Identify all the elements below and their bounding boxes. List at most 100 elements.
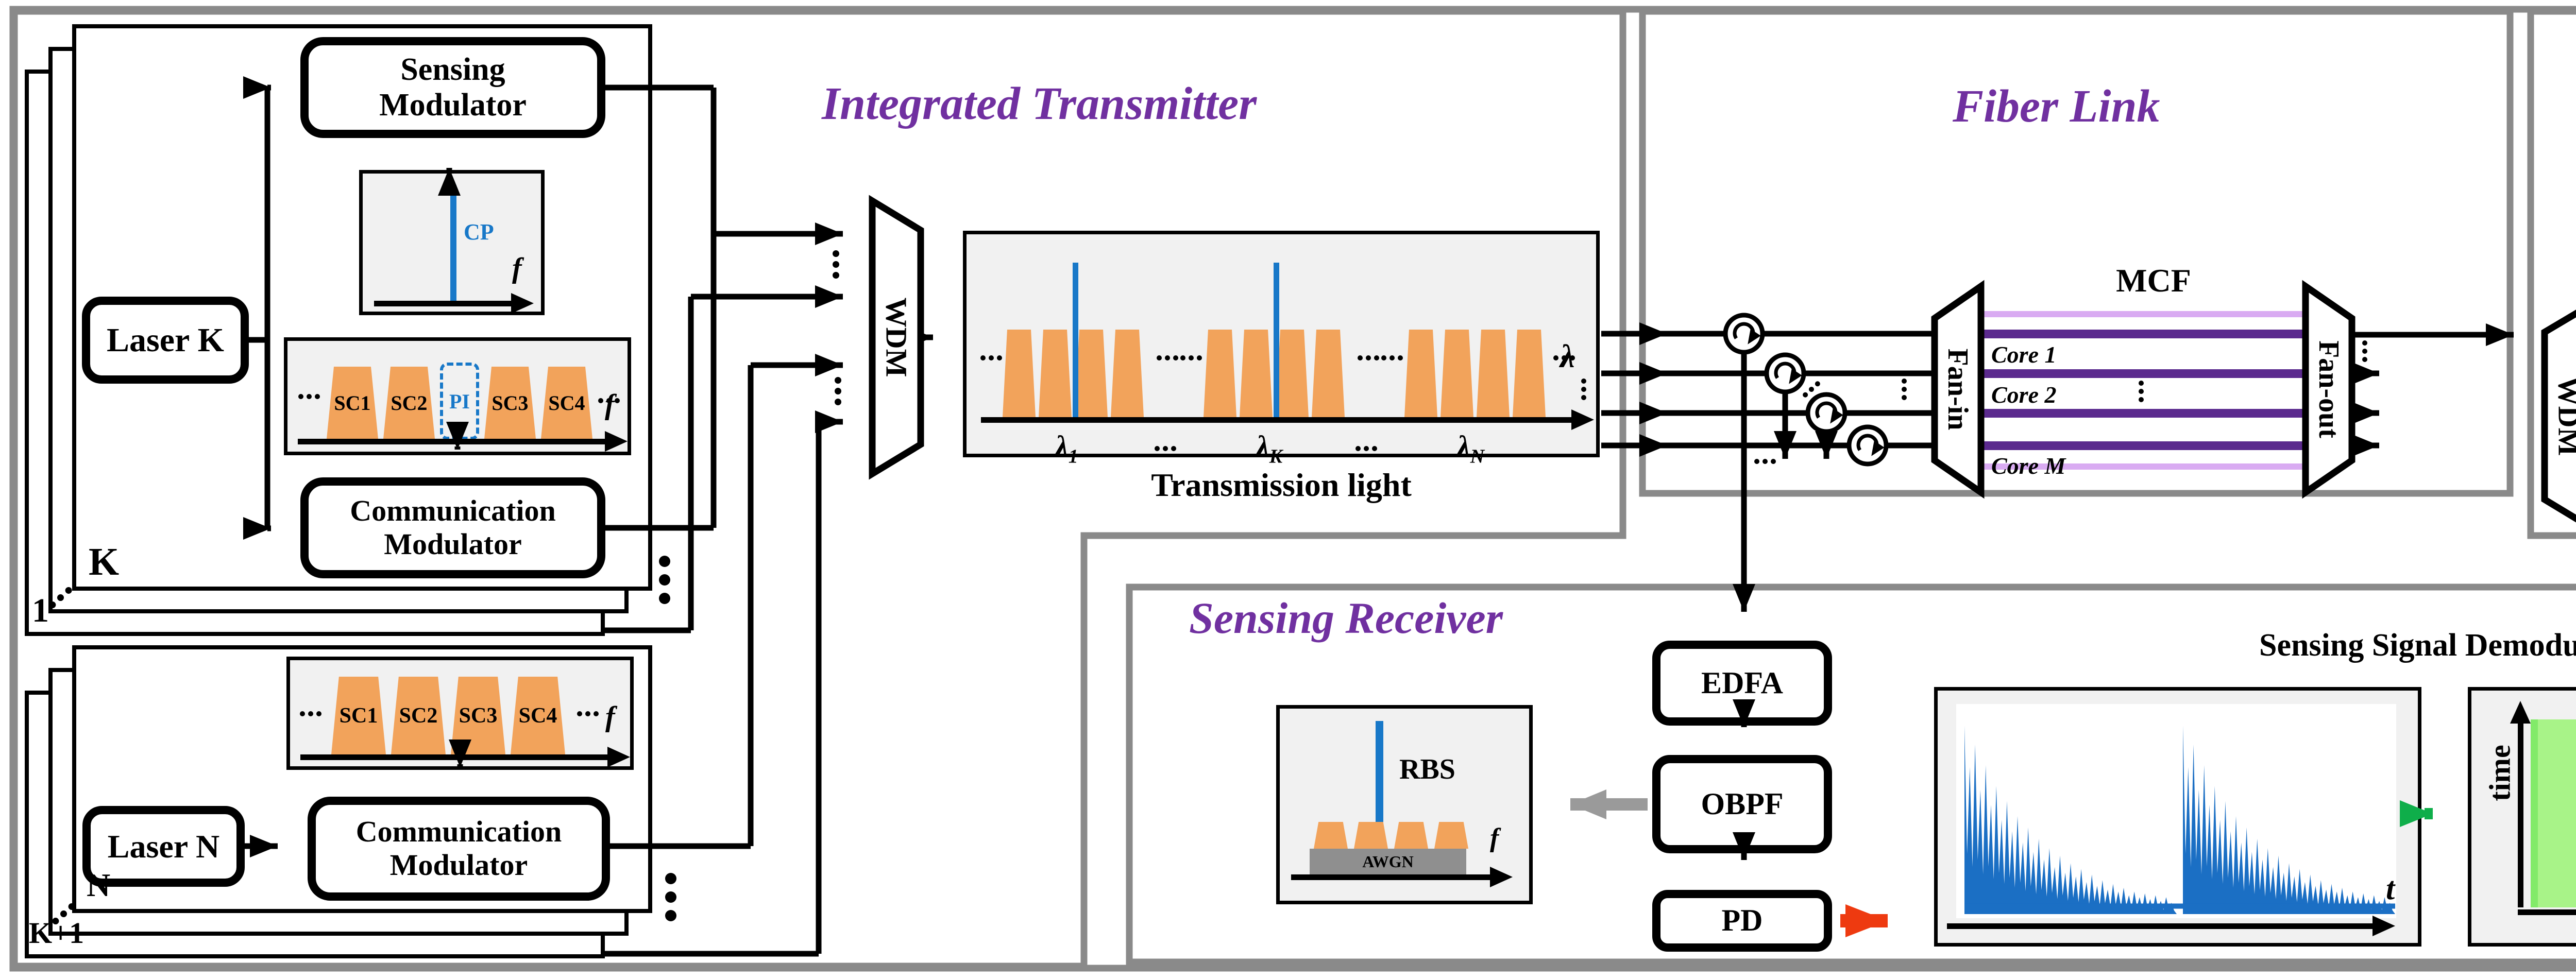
rbs-band: [1354, 822, 1388, 849]
backscatter-bursts: [1964, 726, 2395, 914]
title-demodulation: Sensing Signal Demodulation: [2259, 628, 2576, 663]
trace-t-axis: [1947, 916, 2395, 936]
sensing-modulator: Sensing Modulator: [300, 37, 605, 138]
stack-k-more-dots: [655, 552, 674, 608]
fan-out-label: Fan-out: [2313, 340, 2345, 438]
wavelength-band: [1312, 330, 1345, 417]
subcarrier-spectrum-k: SC1 SC2 PI SC3 SC4 f: [284, 337, 631, 455]
obpf-label: OBPF: [1701, 786, 1784, 821]
band-sc3-label: SC3: [459, 703, 498, 728]
circulator-dots: [1800, 378, 1823, 401]
mcf-label: MCF: [2116, 262, 2191, 299]
band-sc1: SC1: [327, 367, 378, 439]
fan-out-dots: [2361, 339, 2369, 364]
band-sc2-label: SC2: [391, 391, 428, 415]
wavelength-band: [1111, 330, 1144, 417]
lambda-k: λK: [1256, 429, 1283, 468]
communication-modulator-k: Communication Modulator: [300, 477, 605, 578]
lambda-n: λN: [1457, 429, 1485, 468]
tl-dots: [1153, 444, 1178, 453]
title-fiber-link: Fiber Link: [1953, 81, 2160, 132]
laser-k-label: Laser K: [107, 321, 224, 359]
comm-modulator-n-line1: Communication: [355, 815, 562, 849]
backscatter-trace-panel: t: [1934, 687, 2421, 947]
sck-f-axis: [298, 431, 628, 452]
sensing-modulator-line1: Sensing: [400, 51, 505, 87]
band-sc4-label: SC4: [548, 391, 585, 415]
obpf-box: OBPF: [1652, 755, 1832, 853]
spectrum-dots-left: [298, 710, 323, 718]
rbs-band: [1434, 822, 1468, 849]
cp-axis-label: f: [512, 252, 522, 284]
pilot-label: PI: [449, 389, 470, 413]
tl-dots: [1380, 354, 1404, 362]
transmission-light-panel: λ λ1 λK λN: [963, 231, 1600, 468]
core-2-label: Core 2: [1991, 382, 2057, 408]
edfa-label: EDFA: [1701, 665, 1783, 700]
laser-k: Laser K: [82, 297, 249, 384]
waterfall-panel: time distance: [2468, 687, 2576, 947]
sensing-modulator-line2: Modulator: [379, 88, 527, 123]
band-sc3-label: SC3: [492, 391, 529, 415]
band-sc4: SC4: [511, 677, 565, 754]
band-sc2: SC2: [391, 677, 446, 754]
tl-axis-label: λ: [1560, 338, 1575, 374]
stack-k-back-label: 1: [32, 592, 49, 629]
laser-n-label: Laser N: [107, 828, 220, 865]
spectrum-dots-left: [297, 392, 321, 401]
band-sc2: SC2: [383, 367, 435, 439]
scn-axis-label: f: [605, 701, 615, 733]
tl-dots: [979, 354, 1004, 362]
awgn-label: AWGN: [1362, 852, 1414, 871]
circulator-icon: [1723, 313, 1765, 355]
rbs-band: [1314, 822, 1348, 849]
title-sensing-receiver: Sensing Receiver: [1189, 593, 1503, 643]
band-sc1-label: SC1: [334, 391, 371, 415]
wavelength-band: [1404, 330, 1437, 417]
comm-modulator-k-line2: Modulator: [384, 527, 522, 561]
wavelength-band: [1003, 330, 1036, 417]
awgn-bar: AWGN: [1310, 849, 1466, 874]
heat-time-axis: [2510, 701, 2531, 907]
core-1-label: Core 1: [1991, 341, 2057, 368]
wavelength-band: [1240, 330, 1273, 417]
title-transmitter: Integrated Transmitter: [822, 78, 1257, 129]
wdm-input-dots-upper: [831, 248, 841, 281]
wavelength-band: [1513, 330, 1546, 417]
edfa-box: EDFA: [1652, 641, 1832, 726]
circulator-icon: [1805, 392, 1848, 434]
pd-label: PD: [1721, 903, 1763, 938]
tl-dots: [1155, 354, 1180, 362]
cp-f-axis: [374, 293, 534, 314]
fan-in-label: Fan-in: [1942, 348, 1974, 431]
band-sc2-label: SC2: [399, 703, 438, 728]
core-more-dots: [2137, 379, 2145, 404]
scn-f-axis: [300, 747, 630, 767]
wdm-input-dots-lower: [833, 375, 843, 407]
backscatter-trace-plot: [1964, 726, 2395, 914]
band-sc4-label: SC4: [518, 703, 557, 728]
subcarrier-spectrum-n: SC1 SC2 SC3 SC4 f: [286, 657, 634, 770]
wavelength-band: [1477, 330, 1510, 417]
tl-dots: [1179, 354, 1204, 362]
cp-peak: [450, 185, 456, 301]
pilot-insertion-box: PI: [440, 363, 479, 440]
wavelength-band: [1440, 330, 1473, 417]
rbs-f-axis: [1291, 867, 1513, 887]
wavelength-band: [1039, 330, 1072, 417]
tl-dots: [1354, 444, 1379, 453]
tl-lambda-axis: [981, 409, 1594, 430]
stack-k-front-label: K: [89, 540, 120, 583]
rbs-label: RBS: [1399, 753, 1455, 785]
rbs-panel: RBS AWGN f: [1276, 705, 1533, 904]
circulator-icon: [1846, 424, 1889, 467]
stack-n-more-dots: [662, 869, 680, 925]
band-sc1: SC1: [331, 677, 386, 754]
drop-line-dots: [1753, 457, 1777, 466]
heat-texture-band: [2538, 719, 2576, 907]
transmission-light-caption: Transmission light: [1151, 467, 1412, 503]
comm-modulator-k-line1: Communication: [350, 494, 556, 528]
lambda-1: λ1: [1055, 429, 1078, 468]
spectrum-dots-right: [575, 710, 600, 718]
